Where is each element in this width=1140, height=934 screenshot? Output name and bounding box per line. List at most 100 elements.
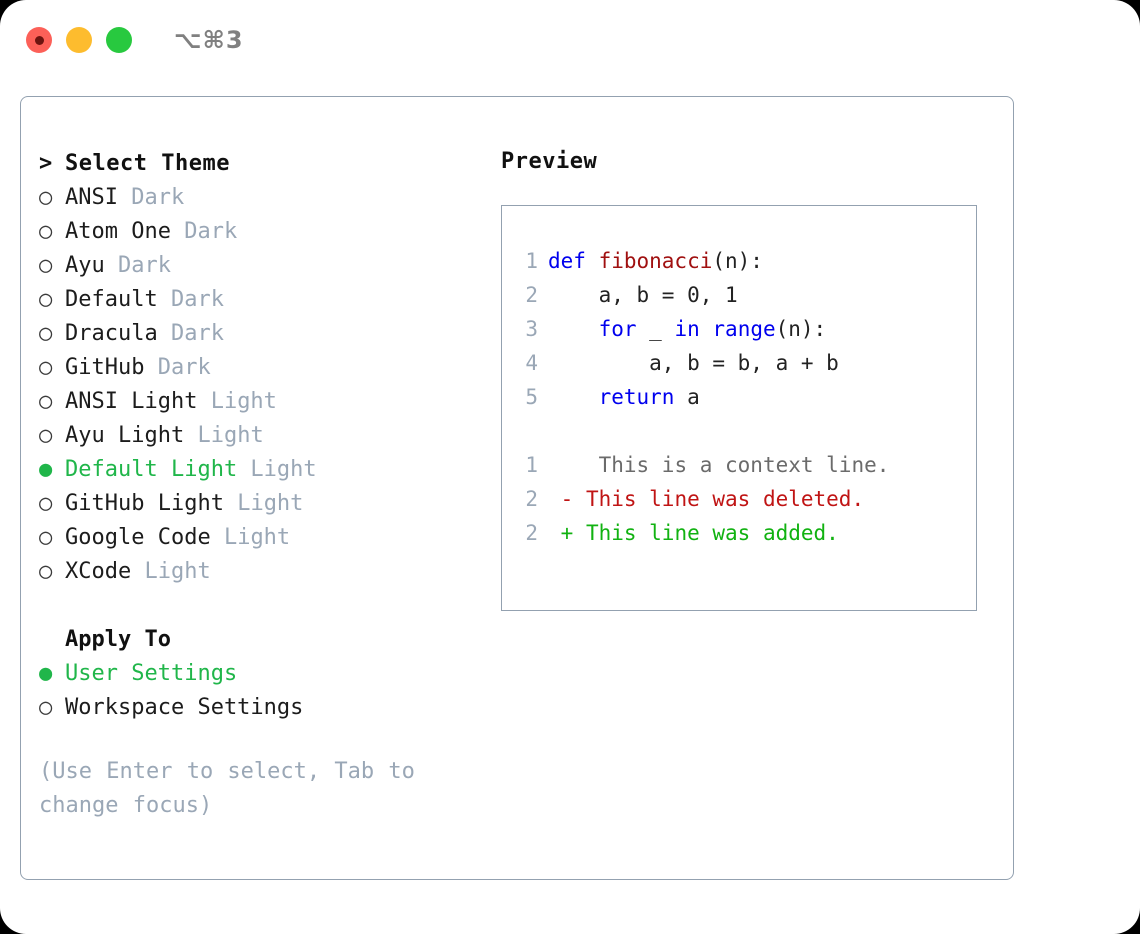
radio-selected-icon[interactable]: ●: [39, 661, 53, 686]
diff-sign: +: [548, 521, 574, 545]
theme-list-item[interactable]: ○ Ayu Dark: [39, 249, 491, 283]
theme-list: ○ANSI Dark○Atom One Dark○Ayu Dark○Defaul…: [39, 181, 491, 589]
theme-variant-label: Dark: [157, 321, 224, 346]
code-token: return: [598, 385, 675, 409]
code-line-text: def fibonacci(n):: [548, 244, 763, 278]
radio-unselected-icon[interactable]: ○: [39, 559, 53, 584]
code-token: for: [598, 317, 637, 341]
radio-unselected-icon[interactable]: ○: [39, 287, 53, 312]
theme-variant-label: Light: [237, 457, 317, 482]
code-line-text: return a: [548, 380, 700, 414]
code-token: (n):: [712, 249, 763, 273]
theme-variant-label: Light: [210, 525, 291, 550]
theme-variant-label: Dark: [104, 253, 171, 278]
code-token: fibonacci: [598, 249, 713, 273]
theme-list-item[interactable]: ○Default Dark: [39, 283, 491, 317]
theme-list-item[interactable]: ○ Ayu Light Light: [39, 419, 491, 453]
code-token: a, b = b, a + b: [548, 351, 839, 375]
prompt-caret-icon: >: [39, 151, 53, 176]
theme-list-item[interactable]: ● Default Light Light: [39, 453, 491, 487]
radio-unselected-icon[interactable]: ○: [39, 423, 53, 448]
theme-name-label: Ayu: [65, 253, 105, 278]
theme-name-label: Atom One: [65, 219, 171, 244]
theme-selection-column: > Select Theme ○ ANSI Dark ○ Atom One Dark ○ A…: [39, 147, 491, 823]
line-number: 5: [525, 385, 538, 409]
theme-variant-label: Light: [131, 559, 211, 584]
theme-variant-label: Light: [184, 423, 264, 448]
preview-title: Preview: [501, 149, 598, 174]
theme-name-label: ANSI Light: [65, 389, 198, 414]
line-number: 4: [525, 351, 538, 375]
theme-variant-label: Dark: [117, 185, 185, 210]
code-token: in: [674, 317, 700, 341]
diff-line: 2 - This line was deleted.: [502, 482, 976, 516]
theme-list-item[interactable]: ○ Google Code Light: [39, 521, 491, 555]
diff-sign: -: [548, 487, 574, 511]
code-diff-separator: [502, 414, 976, 448]
radio-unselected-icon[interactable]: ○: [39, 695, 53, 720]
list-spacer: [39, 589, 491, 623]
radio-unselected-icon[interactable]: ○: [39, 389, 53, 414]
diff-sign: [548, 448, 573, 482]
theme-name-label: Dracula: [65, 321, 158, 346]
code-line: 3 for _ in range(n):: [502, 312, 976, 346]
theme-list-item[interactable]: ○ ANSI Dark: [39, 181, 491, 215]
line-number: 2: [525, 487, 538, 511]
line-number: 1: [525, 453, 538, 477]
radio-unselected-icon[interactable]: ○: [39, 219, 53, 244]
code-line: 2 a, b = 0, 1: [502, 278, 976, 312]
theme-variant-label: Light: [223, 491, 304, 516]
radio-unselected-icon[interactable]: ○: [39, 491, 53, 516]
theme-name-label: Google Code: [65, 525, 211, 550]
theme-variant-label: Dark: [144, 355, 211, 380]
theme-name-label: Ayu Light: [65, 423, 185, 448]
radio-unselected-icon[interactable]: ○: [39, 355, 53, 380]
keyboard-hint-text: (Use Enter to select, Tab to change focu…: [39, 759, 415, 818]
diff-line: 1 This is a context line.: [502, 448, 976, 482]
theme-name-label: Default Light: [65, 457, 238, 482]
select-theme-header-label: Select Theme: [65, 151, 230, 176]
close-button-icon[interactable]: [26, 27, 52, 53]
code-line-text: for _ in range(n):: [548, 312, 827, 346]
line-number: 2: [525, 283, 538, 307]
theme-list-item[interactable]: ○ Dracula Dark: [39, 317, 491, 351]
code-line: 1 def fibonacci(n):: [502, 244, 976, 278]
apply-to-item[interactable]: ● User Settings: [39, 657, 491, 691]
theme-list-item[interactable]: ○ GitHub Light Light: [39, 487, 491, 521]
theme-picker-panel: > Select Theme ○ ANSI Dark ○ Atom One Dark ○ A…: [20, 96, 1014, 880]
theme-variant-label: Dark: [170, 219, 238, 244]
code-token: def: [548, 249, 599, 273]
code-token: [548, 385, 599, 409]
code-token: a: [674, 385, 700, 409]
keyboard-shortcut-label: ⌥⌘3: [174, 26, 244, 54]
diff-line-text: This is a context line.: [573, 453, 890, 477]
line-number: 1: [525, 249, 538, 273]
radio-unselected-icon[interactable]: ○: [39, 525, 53, 550]
apply-to-item[interactable]: ○ Workspace Settings: [39, 691, 491, 725]
theme-list-item[interactable]: ○XCode Light: [39, 555, 491, 589]
minimize-button-icon[interactable]: [66, 27, 92, 53]
radio-unselected-icon[interactable]: ○: [39, 185, 53, 210]
code-token: [548, 317, 599, 341]
code-line: 4 a, b = b, a + b: [502, 346, 976, 380]
theme-list-item[interactable]: ○ Atom One Dark: [39, 215, 491, 249]
code-token: range: [712, 317, 776, 341]
apply-to-header: Apply To: [65, 627, 171, 652]
theme-list-item[interactable]: ○GitHub Dark: [39, 351, 491, 385]
diff-line: 2 + This line was added.: [502, 516, 976, 550]
radio-selected-icon[interactable]: ●: [39, 457, 53, 482]
theme-variant-label: Light: [197, 389, 277, 414]
radio-unselected-icon[interactable]: ○: [39, 253, 53, 278]
apply-to-label: User Settings: [65, 661, 238, 686]
maximize-button-icon[interactable]: [106, 27, 132, 53]
theme-list-item[interactable]: ○ ANSI Light Light: [39, 385, 491, 419]
theme-name-label: ANSI: [65, 185, 118, 210]
theme-name-label: GitHub Light: [65, 491, 224, 516]
apply-to-label: Workspace Settings: [65, 695, 304, 720]
code-line-text: a, b = 0, 1: [548, 278, 738, 312]
radio-unselected-icon[interactable]: ○: [39, 321, 53, 346]
